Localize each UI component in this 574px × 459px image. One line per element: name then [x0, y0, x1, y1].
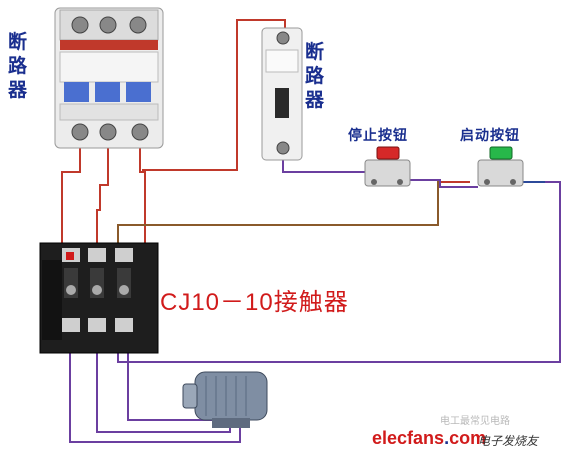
- wire-start-return: [117, 181, 561, 363]
- start-button: [477, 146, 524, 187]
- wire-breaker-l2: [96, 140, 109, 262]
- stop-button: [364, 146, 411, 187]
- contactor: [39, 242, 159, 354]
- watermark-com: com: [449, 428, 487, 448]
- watermark-dot: .: [444, 428, 450, 448]
- wire-stop-to-start: [408, 179, 478, 188]
- watermark-elec: elec: [372, 428, 408, 448]
- wire-motor-3: [127, 345, 218, 421]
- watermark-logo: elecfans.com: [372, 428, 486, 449]
- breaker-left-label: 断 路 器: [8, 30, 27, 102]
- wire-motor-1: [69, 345, 241, 443]
- breaker-left-char-1: 断: [8, 31, 28, 53]
- watermark-fans: fans: [407, 428, 445, 448]
- contactor-label: CJ10－10接触器: [160, 289, 349, 316]
- faded-caption: 电工最常见电路: [440, 416, 510, 427]
- breaker-right-char-3: 器: [305, 89, 325, 111]
- breaker-right-label: 断 路 器: [305, 40, 324, 112]
- wires-purple: [69, 158, 561, 443]
- breaker-left-char-3: 器: [8, 79, 28, 101]
- wire-coil-to-buttons: [117, 180, 439, 258]
- three-pole-breaker: [54, 7, 164, 149]
- breaker-right-char-2: 路: [305, 65, 325, 87]
- watermark-cn: 电子发烧友: [478, 434, 539, 448]
- motor: [182, 371, 268, 428]
- start-button-label: 启动按钮: [460, 128, 520, 144]
- breaker-left-char-2: 路: [8, 55, 28, 77]
- stop-button-label: 停止按钮: [348, 128, 408, 144]
- wire-breaker-to-stop: [282, 158, 373, 181]
- single-pole-breaker: [261, 27, 303, 161]
- wire-to-single-breaker: [142, 19, 286, 171]
- wire-motor-2: [96, 345, 231, 433]
- breaker-right-char-1: 断: [305, 41, 325, 63]
- wires-brown: [117, 180, 439, 258]
